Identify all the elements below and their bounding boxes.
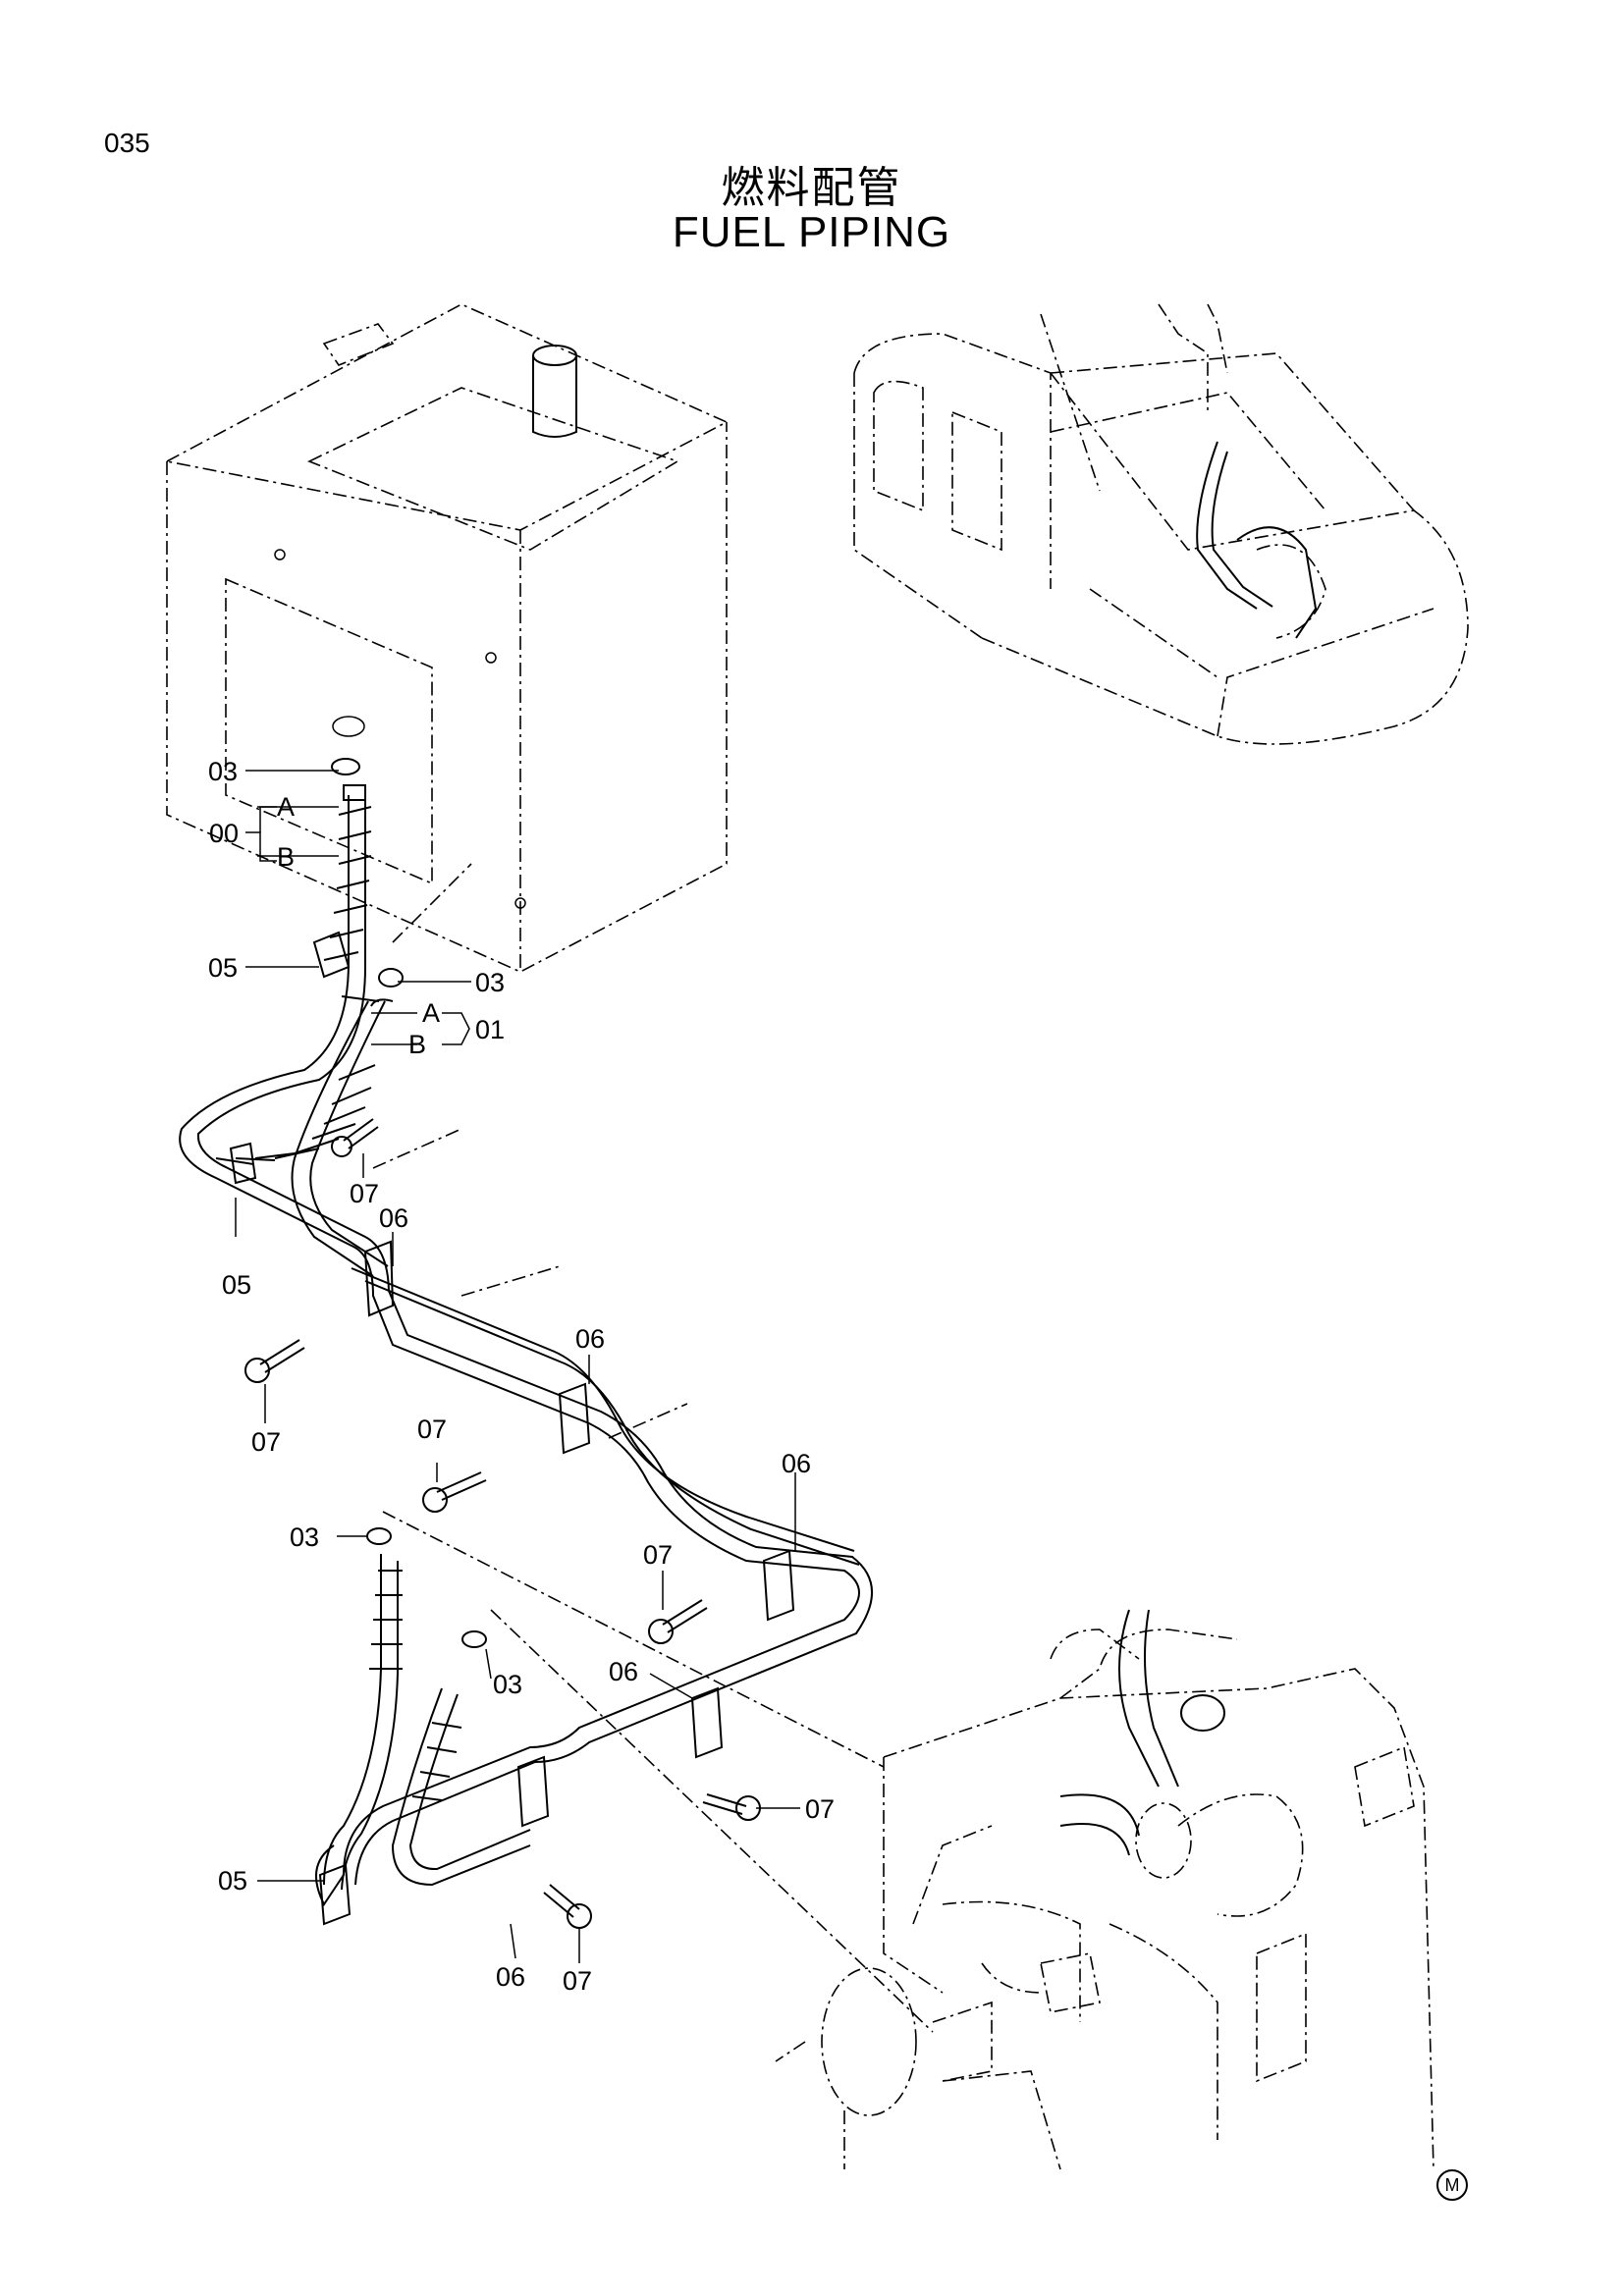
callout-label: 05 — [222, 1270, 251, 1300]
engine-drawing — [775, 1609, 1434, 2170]
callout-label: 06 — [782, 1449, 811, 1478]
callout-labels: 03 A 00 B 05 03 A 01 B 07 06 05 07 06 07… — [208, 757, 835, 1996]
callout-label: B — [408, 1030, 426, 1059]
callout-label: 03 — [290, 1522, 319, 1552]
m-mark-icon: M — [1436, 2169, 1468, 2201]
page-number: 035 — [104, 128, 150, 158]
clamp-icon — [229, 758, 795, 1926]
callout-label: 06 — [609, 1657, 638, 1686]
phantom-line — [460, 1265, 561, 1297]
callout-label: 07 — [643, 1540, 673, 1570]
callout-label: 06 — [379, 1203, 408, 1233]
callout-label: 03 — [208, 757, 238, 786]
callout-label: 07 — [350, 1179, 379, 1208]
callout-label: A — [277, 792, 295, 822]
callout-label: 01 — [475, 1015, 505, 1044]
title-english: FUEL PIPING — [672, 208, 951, 256]
phantom-line — [372, 1128, 462, 1169]
callout-label: 03 — [475, 968, 505, 997]
bolt-icon — [244, 1118, 761, 1929]
callout-label: 07 — [563, 1966, 592, 1996]
title-japanese: 燃料配管 — [721, 163, 902, 213]
callout-label: 05 — [208, 953, 238, 983]
callout-label: 03 — [493, 1670, 522, 1699]
fuel-hose-drawing — [179, 795, 873, 1906]
callout-label: B — [277, 842, 295, 872]
fuel-tank-drawing — [164, 303, 729, 973]
excavator-overview-drawing — [853, 303, 1469, 745]
callout-label: A — [422, 998, 440, 1028]
callout-label: 05 — [218, 1866, 247, 1896]
callout-label: 06 — [575, 1324, 605, 1354]
callout-label: 07 — [805, 1794, 835, 1824]
callout-label: 07 — [251, 1427, 281, 1457]
phantom-line — [382, 1511, 885, 1768]
callout-label: 00 — [209, 819, 239, 848]
phantom-line — [490, 1609, 934, 2033]
leader-lines — [235, 770, 800, 1963]
callout-label: 06 — [496, 1962, 525, 1992]
callout-label: 07 — [417, 1415, 447, 1444]
